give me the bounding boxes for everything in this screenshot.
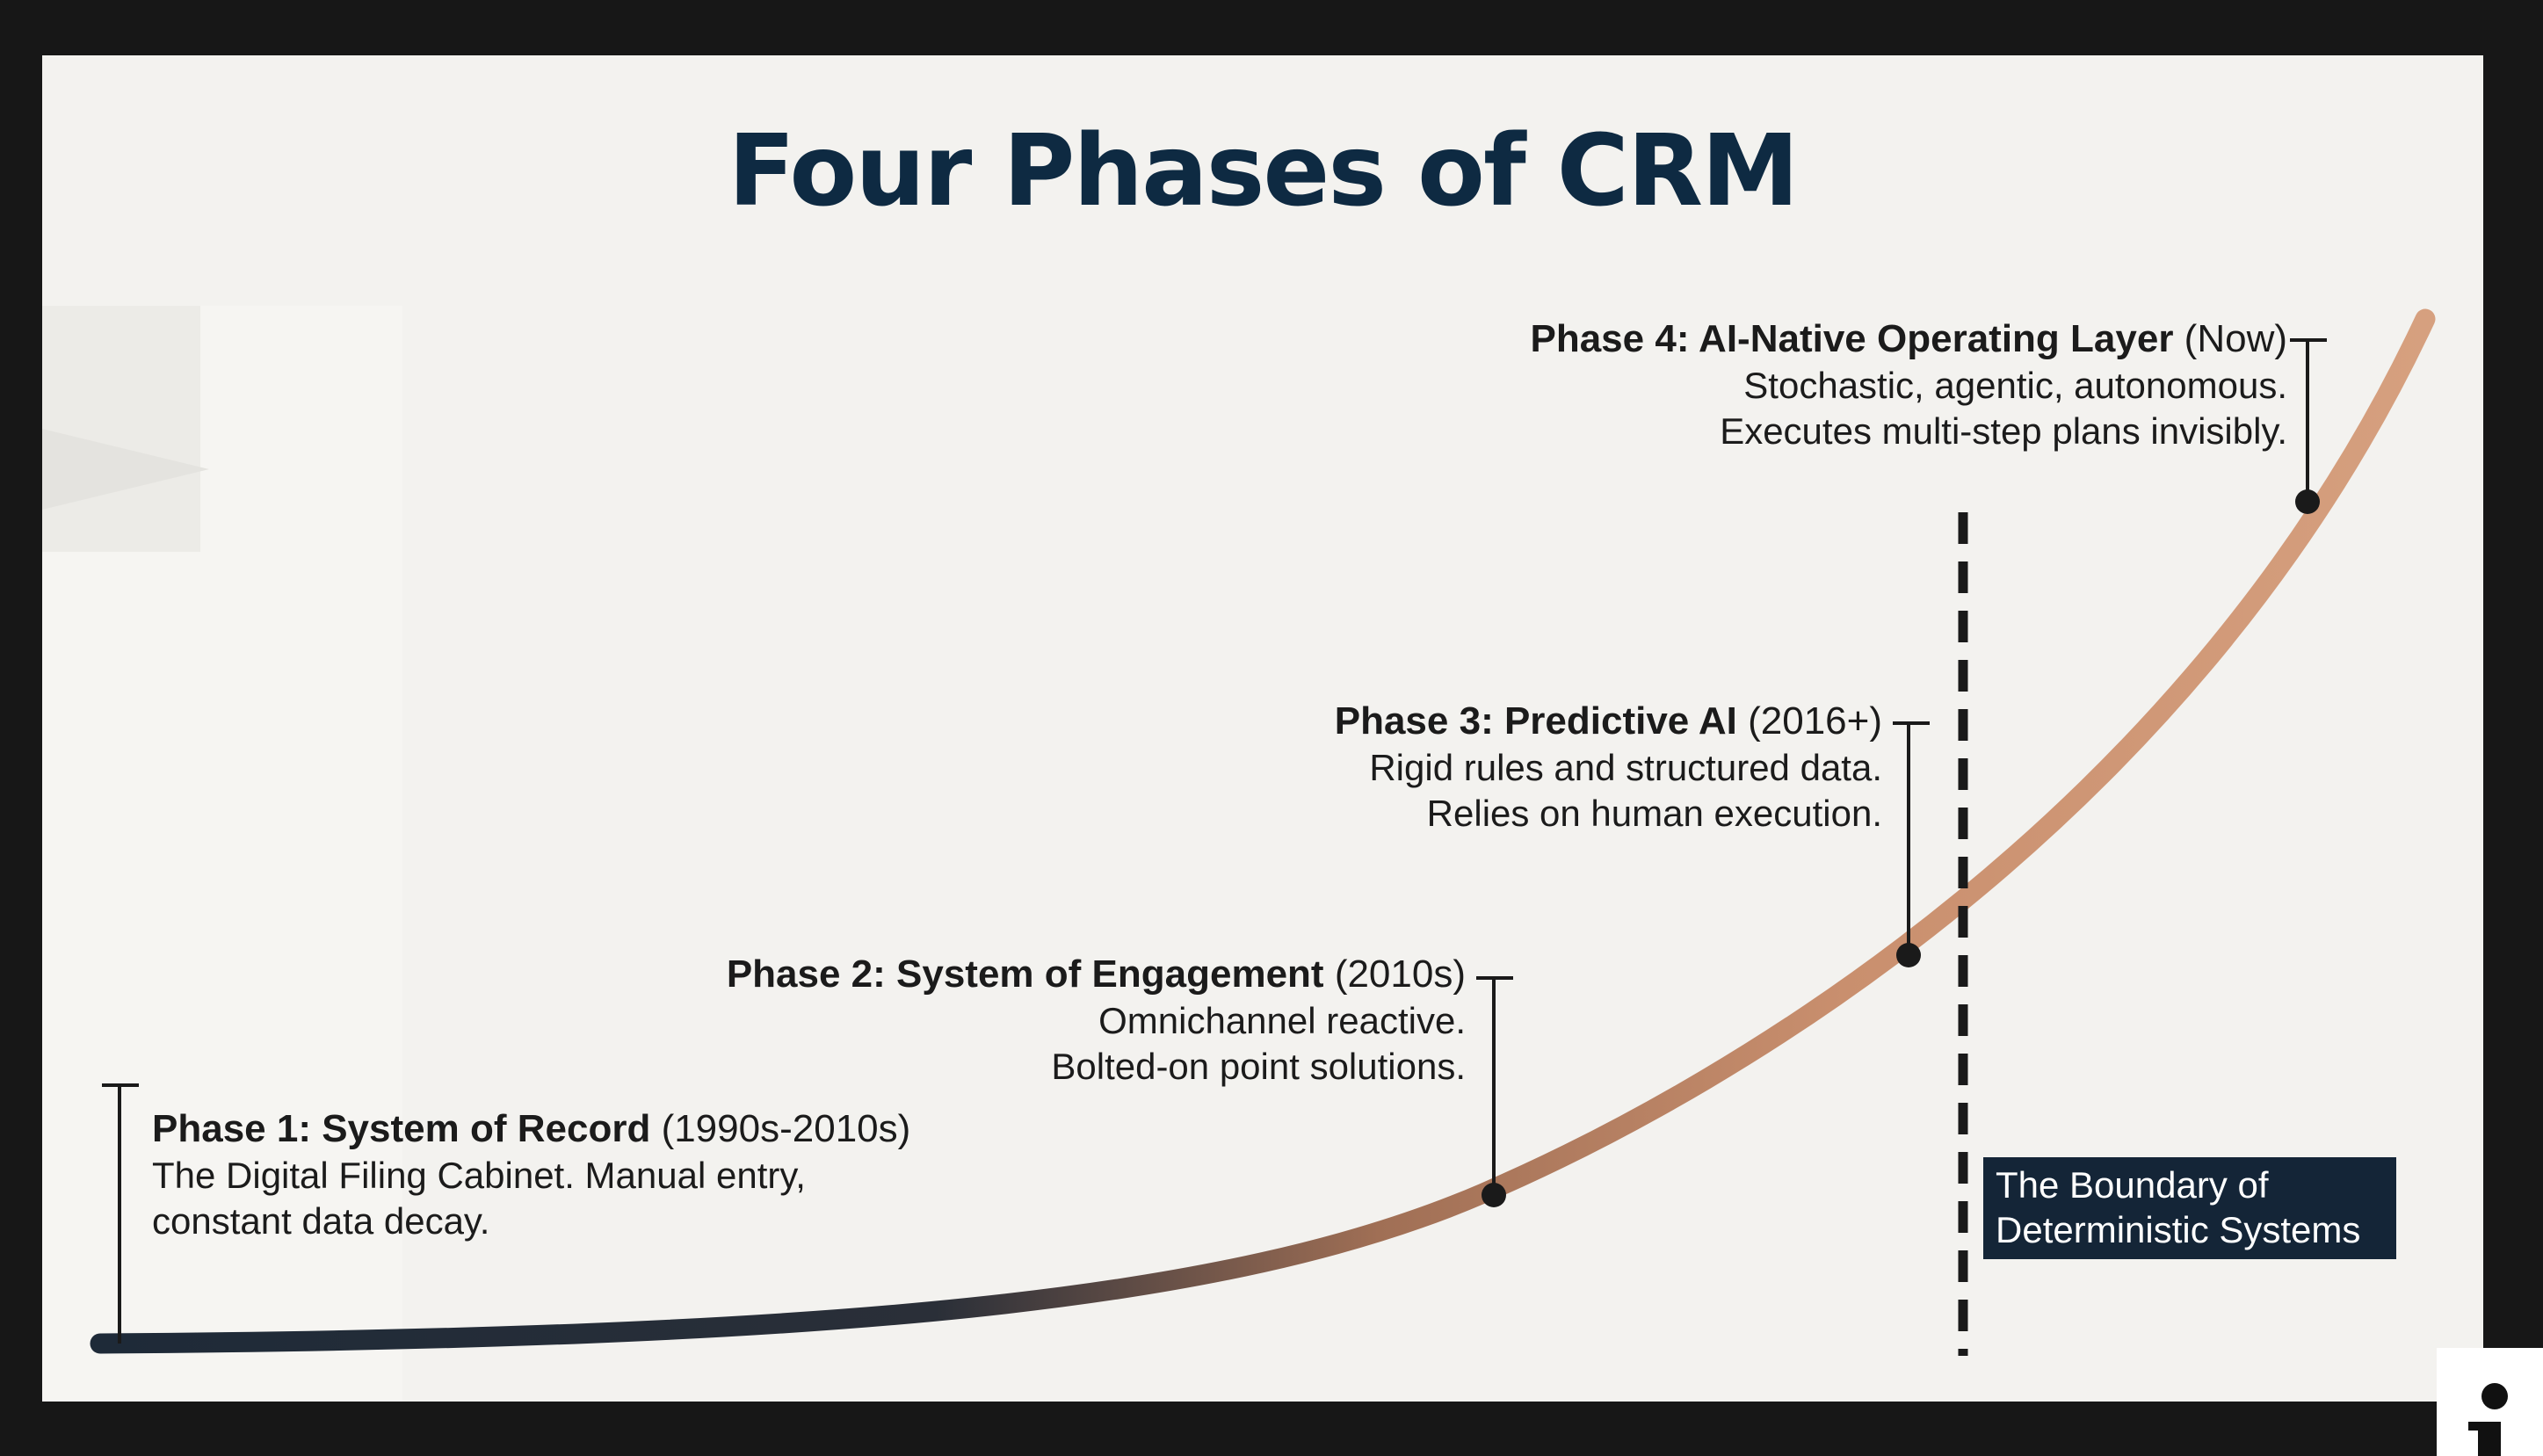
boundary-label-line-2: Deterministic Systems [1996,1209,2361,1250]
phase2-label: Phase 2: System of Engagement (2010s) Om… [727,951,1466,1090]
phase1-connector [102,1083,139,1344]
info-icon-serif [2468,1422,2486,1431]
info-icon-stem [2478,1422,2501,1456]
phase1-desc-1: The Digital Filing Cabinet. Manual entry… [152,1155,806,1196]
phase1-name: Phase 1: System of Record [152,1107,651,1150]
phase4-period: (Now) [2184,317,2287,360]
boundary-label-line-1: The Boundary of [1996,1164,2269,1206]
slide-title: Four Phases of CRM [728,114,1799,228]
phase1-desc-2: constant data decay. [152,1200,490,1242]
phase2-connector [1476,976,1513,1195]
phase3-period: (2016+) [1748,699,1882,742]
boundary-label: The Boundary of Deterministic Systems [1983,1157,2396,1259]
phase4-name: Phase 4: AI-Native Operating Layer [1530,317,2174,360]
phase4-connector [2290,338,2327,502]
phase4-marker [2295,489,2320,514]
phase4-desc-2: Executes multi-step plans invisibly. [1720,410,2287,452]
background-shard [42,429,209,510]
phase1-label: Phase 1: System of Record (1990s-2010s) … [152,1105,910,1244]
phase2-marker [1482,1183,1506,1207]
phase3-desc-2: Relies on human execution. [1426,793,1882,834]
phase3-name: Phase 3: Predictive AI [1334,699,1737,742]
phase2-desc-2: Bolted-on point solutions. [1051,1046,1466,1087]
phase3-connector [1893,721,1930,955]
info-icon-dot [2481,1383,2508,1409]
phase3-label: Phase 3: Predictive AI (2016+) Rigid rul… [1335,698,1882,837]
phase2-name: Phase 2: System of Engagement [726,953,1324,996]
info-icon[interactable] [2437,1348,2543,1456]
phase4-label: Phase 4: AI-Native Operating Layer (Now)… [1530,315,2287,454]
phase3-marker [1896,943,1921,967]
slide: Four Phases of CRM [42,55,2483,1402]
growth-curve-diagram [90,308,2436,1356]
phase3-desc-1: Rigid rules and structured data. [1369,747,1882,788]
phase2-desc-1: Omnichannel reactive. [1098,1000,1466,1041]
phase1-period: (1990s-2010s) [661,1107,911,1150]
phase4-desc-1: Stochastic, agentic, autonomous. [1743,365,2287,406]
phase2-period: (2010s) [1334,953,1466,996]
